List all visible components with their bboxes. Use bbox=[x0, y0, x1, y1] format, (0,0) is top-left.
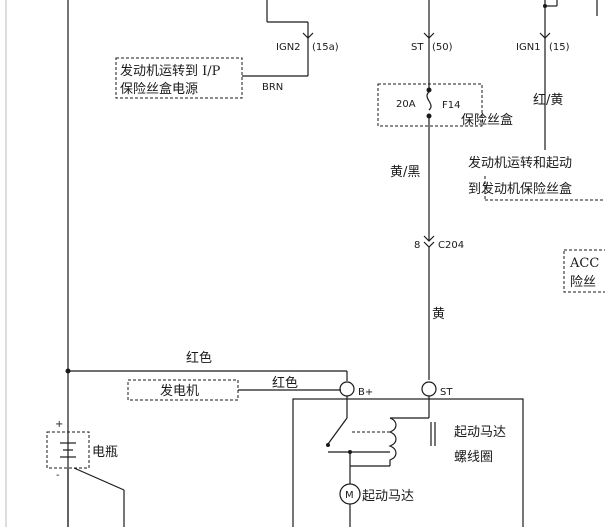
ign1-label: IGN1 bbox=[516, 42, 541, 53]
ip-fuse-note-line2: 保险丝盒电源 bbox=[120, 81, 198, 97]
red-wire-label-generator: 红色 bbox=[272, 375, 298, 391]
engine-fuse-note-line2: 到发动机保险丝盒 bbox=[468, 181, 572, 197]
red-wire-label-top: 红色 bbox=[186, 350, 212, 366]
starter-assembly-box bbox=[292, 398, 524, 527]
acc-note-line1: ACC bbox=[569, 256, 599, 271]
b-plus-label: B+ bbox=[358, 387, 373, 398]
solenoid-coil bbox=[350, 417, 436, 467]
battery-symbol bbox=[60, 442, 125, 527]
battery-minus: - bbox=[56, 470, 60, 481]
starter-internal-wiring bbox=[326, 396, 430, 527]
yellow-black-wire-label: 黄/黑 bbox=[390, 165, 420, 180]
fuse-id: F14 bbox=[442, 100, 460, 111]
fuse-box-outline bbox=[377, 83, 483, 127]
c204-label: C204 bbox=[438, 240, 464, 251]
generator-label: 发电机 bbox=[160, 383, 199, 399]
ign2-pin: (15a) bbox=[312, 42, 339, 53]
motor-symbol-letter: M bbox=[345, 490, 354, 501]
red-yellow-wire-label: 红/黄 bbox=[533, 92, 563, 108]
ign2-label: IGN2 bbox=[276, 42, 301, 53]
fuse-box-label: 保险丝盒 bbox=[461, 112, 513, 128]
st-connector-label: ST bbox=[411, 42, 424, 53]
fuse-rating: 20A bbox=[396, 99, 416, 110]
brn-wire-label: BRN bbox=[262, 82, 283, 93]
battery-plus: + bbox=[55, 419, 63, 430]
battery-box bbox=[46, 431, 90, 469]
ign1-pin: (15) bbox=[549, 42, 570, 53]
battery-red-wire bbox=[65, 368, 348, 381]
battery-label: 电瓶 bbox=[92, 445, 118, 460]
solenoid-label-line2: 螺线圈 bbox=[454, 450, 493, 465]
acc-note-line2: 险丝 bbox=[570, 275, 596, 290]
ip-fuse-note-box bbox=[115, 57, 243, 99]
fuse-f14 bbox=[426, 87, 432, 119]
ign1-junction-dot bbox=[543, 4, 547, 8]
solenoid-label-line1: 起动马达 bbox=[454, 425, 506, 440]
ign2-wire bbox=[242, 38, 309, 77]
ip-fuse-note-line1: 发动机运转到 I/P bbox=[120, 63, 221, 79]
b-plus-terminal bbox=[339, 381, 355, 397]
yellow-wire-label: 黄 bbox=[432, 307, 445, 322]
st-wire bbox=[423, 38, 435, 380]
engine-fuse-note-line1: 发动机运转和起动 bbox=[468, 155, 572, 171]
starter-motor-label: 起动马达 bbox=[362, 489, 414, 504]
c204-pin: 8 bbox=[414, 240, 420, 251]
st-terminal bbox=[421, 381, 437, 397]
st-terminal-label: ST bbox=[440, 387, 453, 398]
top-wiring bbox=[67, 0, 598, 527]
st-pin: (50) bbox=[432, 42, 453, 53]
starter-motor-symbol bbox=[339, 483, 361, 505]
acc-note-box bbox=[563, 249, 605, 293]
